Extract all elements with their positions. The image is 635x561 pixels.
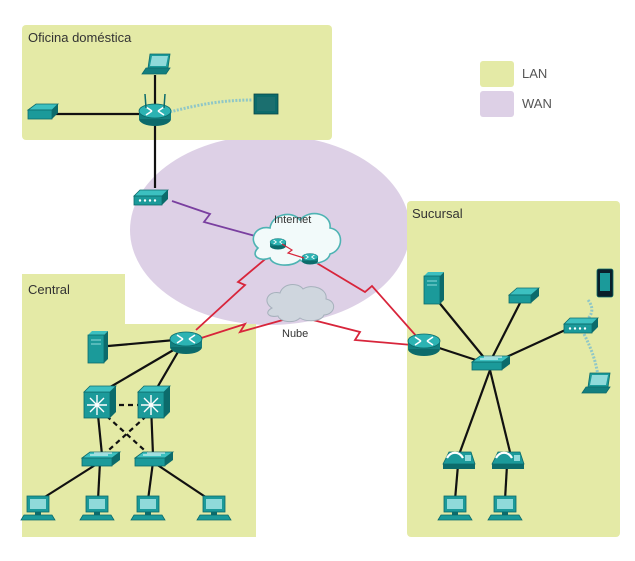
- cloud-shape: [266, 284, 335, 323]
- router-antennas-icon: [144, 93, 166, 109]
- branch-switch-icon: [471, 355, 511, 371]
- branch-router-icon: [407, 333, 441, 357]
- central-label: Central: [28, 282, 70, 297]
- wireless-links: [169, 98, 600, 377]
- serial-links: [171, 200, 419, 346]
- branch-label: Sucursal: [412, 206, 463, 221]
- branch-smartphone-icon: [596, 268, 614, 298]
- internet-label: Internet: [274, 214, 312, 226]
- branch-server-icon: [423, 271, 445, 305]
- central-switch-right-icon: [134, 451, 174, 467]
- home-printer-icon: [27, 103, 59, 120]
- central-server-icon: [87, 330, 109, 364]
- central-switch-left-icon: [81, 451, 121, 467]
- legend-lan-label: LAN: [522, 66, 548, 81]
- multilayer-switch-left-icon: [83, 385, 117, 419]
- multilayer-switch-right-icon: [137, 385, 171, 419]
- internet-cloud: [252, 212, 342, 266]
- legend-wan-swatch: [480, 91, 514, 117]
- cloud-label: Nube: [282, 328, 309, 340]
- home-tablet-icon: [253, 93, 279, 115]
- central-router-icon: [169, 331, 203, 355]
- branch-area: [407, 201, 620, 537]
- home-modem-icon: [133, 189, 169, 206]
- home-router-icon: [138, 103, 172, 127]
- ip-phone-2-icon: [490, 450, 526, 471]
- legend-wan-label: WAN: [522, 96, 552, 111]
- ip-phone-1-icon: [441, 450, 477, 471]
- home-office-label: Oficina doméstica: [28, 30, 132, 45]
- branch-access-point-icon: [563, 317, 599, 334]
- legend-lan-swatch: [480, 61, 514, 87]
